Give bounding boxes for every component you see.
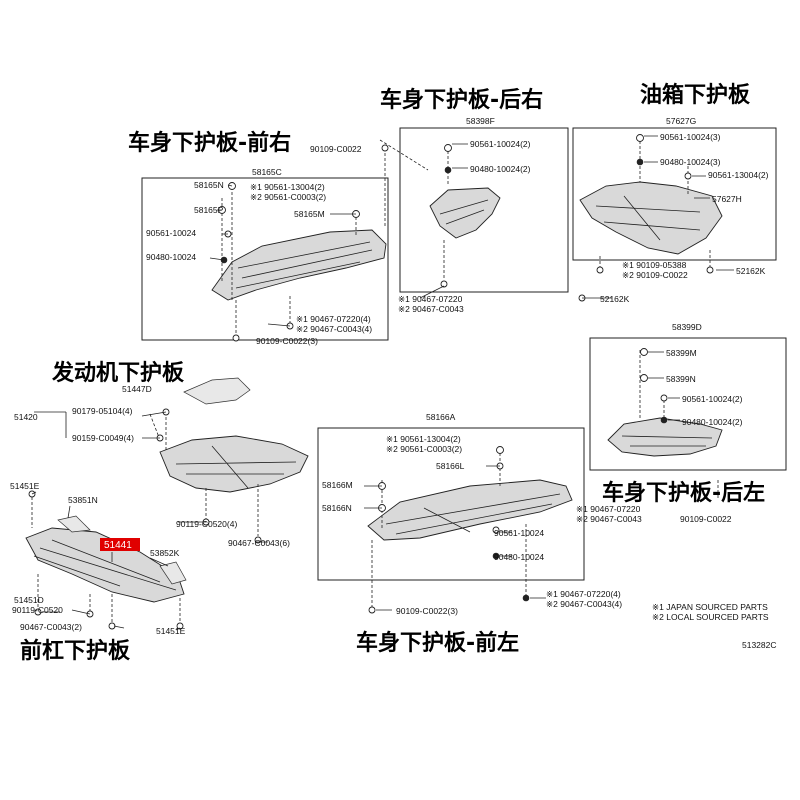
front-right-under-cover-shape [211, 229, 387, 301]
part-label: 90467-C0043(2) [20, 622, 82, 632]
part-label: 90561-13004(2) [708, 170, 769, 180]
part-label: 51451E [10, 481, 40, 491]
part-label: 51451E [156, 626, 186, 636]
bumper-rear-bracket-shape [159, 561, 187, 585]
rear-right-cover-shape [429, 187, 501, 239]
part-label: 90119-C0520(4) [176, 519, 237, 529]
legend-japan: ※1 JAPAN SOURCED PARTS [652, 602, 768, 612]
part-label: 90480-10024 [494, 552, 544, 562]
part-label: 51451D [14, 595, 44, 605]
part-label: ※1 90109-05388 [622, 260, 687, 270]
title-front-bumper: 前杠下护板 [20, 638, 131, 664]
part-label: 90561-10024(2) [470, 139, 531, 149]
part-label: 90467-C0043(6) [228, 538, 290, 548]
part-label: 90561-10024(2) [682, 394, 743, 404]
part-label: ※1 90467-07220(4) [296, 314, 371, 324]
part-label: 52162K [600, 294, 630, 304]
fasteners [28, 134, 714, 630]
part-label: 90109-C0022 [310, 144, 362, 154]
part-label: ※2 90467-C0043(4) [296, 324, 372, 334]
front-left-panel-box [317, 427, 585, 581]
front-right-panel-box [141, 177, 389, 341]
bumper-side-bracket-shape [57, 515, 91, 533]
part-label: 58399N [666, 374, 696, 384]
part-label: 58399M [666, 348, 697, 358]
part-label: 90109-C0022(3) [396, 606, 458, 616]
part-label: 90159-C0049(4) [72, 433, 134, 443]
title-front-right: 车身下护板-前右 [128, 130, 291, 156]
part-label: 90480-10024(3) [660, 157, 721, 167]
title-rear-left: 车身下护板-后左 [602, 480, 765, 506]
legend-local: ※2 LOCAL SOURCED PARTS [652, 612, 769, 622]
part-label: ※1 90467-07220 [398, 294, 463, 304]
part-label: 90179-05104(4) [72, 406, 133, 416]
part-label: 52162K [736, 266, 766, 276]
rear-left-panel-box [589, 337, 787, 471]
part-label: 58165M [294, 209, 325, 219]
engine-under-cover-shape [159, 435, 309, 493]
part-label: 90109-C0022(3) [256, 336, 318, 346]
part-label: 90480-10024(2) [682, 417, 743, 427]
part-label: 90480-10024 [146, 252, 196, 262]
part-label: ※1 90467-07220 [576, 504, 641, 514]
part-label: 90561-10024 [146, 228, 196, 238]
leader-lines [31, 135, 734, 631]
part-label: 58166L [436, 461, 465, 471]
part-label: 90561-10024 [494, 528, 544, 538]
part-label: ※2 90561-C0003(2) [250, 192, 326, 202]
part-label: ※2 90467-C0043(4) [546, 599, 622, 609]
part-label: 53852K [150, 548, 180, 558]
part-label: 58165C [252, 167, 282, 177]
title-front-left: 车身下护板-前左 [356, 630, 519, 656]
rear-right-panel-box [399, 127, 569, 293]
fuel-tank-under-cover-shape [579, 181, 723, 255]
part-label: 90119-C0520 [12, 605, 63, 615]
highlight-51441-box [100, 538, 140, 551]
part-label: ※2 90561-C0003(2) [386, 444, 462, 454]
part-label: 90109-C0022 [680, 514, 732, 524]
part-label: 53851N [68, 495, 98, 505]
part-label: ※2 90109-C0022 [622, 270, 688, 280]
front-left-under-cover-shape [367, 479, 573, 541]
part-label: 58166M [322, 480, 353, 490]
part-label: 58165N [194, 180, 224, 190]
part-label: 51447D [122, 384, 152, 394]
title-engine: 发动机下护板 [51, 360, 185, 386]
part-label: 58166N [322, 503, 352, 513]
part-label: ※2 90467-C0043 [576, 514, 642, 524]
part-label: 58166A [426, 412, 456, 422]
fuel-tank-panel-box [572, 127, 777, 261]
part-label: ※1 90467-07220(4) [546, 589, 621, 599]
part-label: ※2 90467-C0043 [398, 304, 464, 314]
diagram-code: 513282C [742, 640, 777, 650]
part-label-highlighted: 51441 [104, 540, 132, 551]
part-label: ※1 90561-13004(2) [250, 182, 325, 192]
part-label: 58165P [194, 205, 224, 215]
part-label: 90480-10024(2) [470, 164, 531, 174]
title-rear-right: 车身下护板-后右 [380, 87, 543, 113]
part-label: 90561-10024(3) [660, 132, 721, 142]
title-fuel-tank: 油箱下护板 [640, 82, 751, 108]
engine-small-cover-shape [183, 377, 251, 405]
part-label: 58398F [466, 116, 495, 126]
part-label: 57627H [712, 194, 742, 204]
part-label: 57627G [666, 116, 696, 126]
part-label: 51420 [14, 412, 38, 422]
part-label: ※1 90561-13004(2) [386, 434, 461, 444]
part-label: 58399D [672, 322, 702, 332]
